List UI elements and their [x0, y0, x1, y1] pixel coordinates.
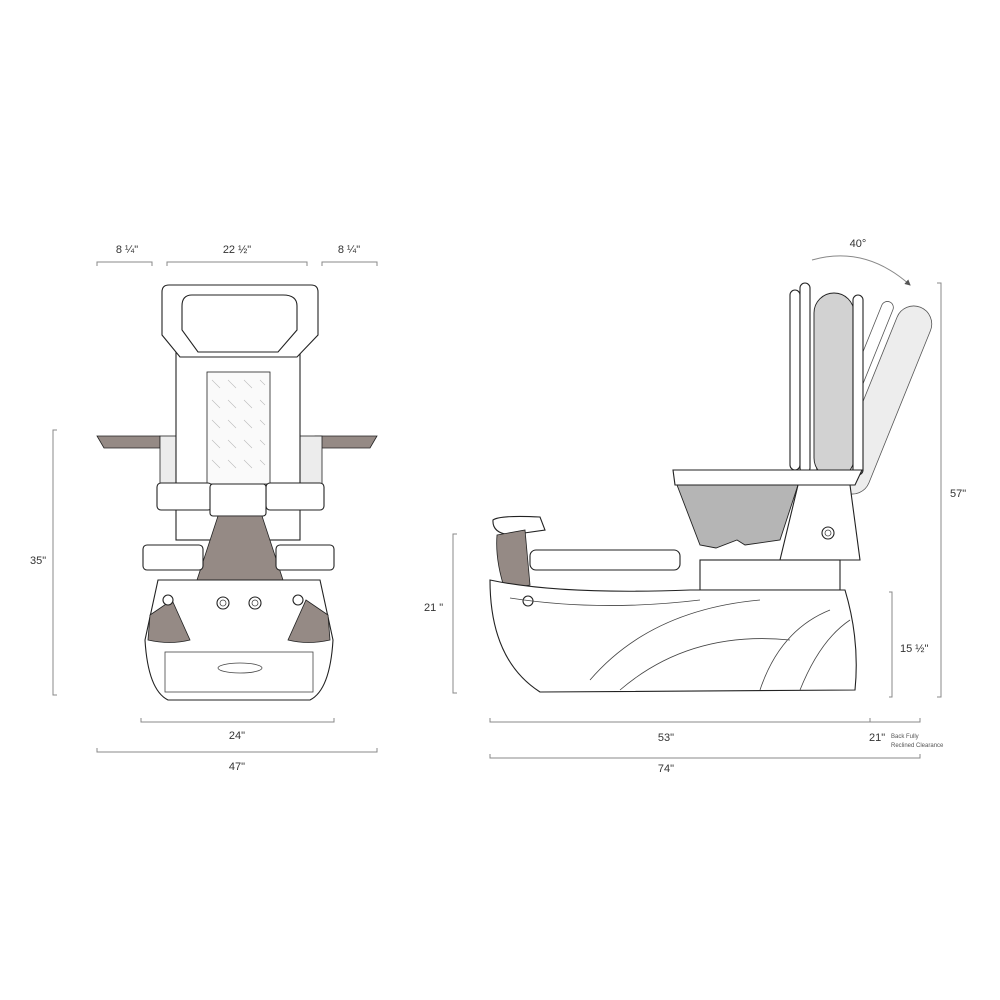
quilted-panel [206, 371, 271, 485]
right-tray [314, 435, 378, 449]
svg-text:57": 57" [950, 488, 966, 500]
svg-text:35": 35" [30, 555, 46, 567]
svg-text:8 ¼": 8 ¼" [338, 244, 360, 256]
front-view: 8 ¼" 22 ½" 8 ¼" 35" 24" 47" [30, 244, 378, 773]
dim-base-width: 24" [140, 718, 335, 742]
dim-right-tray: 8 ¼" [321, 244, 378, 266]
svg-text:74": 74" [658, 763, 674, 775]
svg-text:24": 24" [229, 730, 245, 742]
svg-text:40°: 40° [850, 238, 867, 250]
svg-text:47": 47" [229, 761, 245, 773]
footrest [492, 515, 546, 536]
dim-total-length: 74" [489, 754, 921, 775]
dim-total-height: 57" [937, 282, 966, 698]
dim-base-height: 15 ½" [889, 591, 928, 698]
svg-text:8 ¼": 8 ¼" [116, 244, 138, 256]
recline-arc [811, 255, 911, 286]
svg-text:53": 53" [658, 732, 674, 744]
backrest [813, 292, 855, 479]
basin-rim [529, 549, 681, 571]
dim-height: 35" [30, 429, 57, 696]
svg-text:Reclined Clearance: Reclined Clearance [891, 743, 944, 749]
svg-text:21": 21" [869, 732, 885, 744]
dim-left-tray: 8 ¼" [96, 244, 153, 266]
svg-text:15 ½": 15 ½" [900, 643, 928, 655]
dim-clearance: 21" Back Fully Reclined Clearance [869, 718, 944, 749]
side-panel [676, 484, 799, 549]
basin-base [489, 579, 857, 693]
left-tray [96, 435, 161, 449]
svg-text:21 ": 21 " [424, 602, 443, 614]
dim-length: 53" [489, 718, 871, 744]
svg-text:Back Fully: Back Fully [891, 734, 919, 740]
jet-left-icon [216, 596, 230, 610]
dim-seat-width: 22 ½" [166, 244, 308, 266]
armrest [672, 469, 863, 486]
svg-text:22 ½": 22 ½" [223, 244, 251, 256]
jet-right-icon [248, 596, 262, 610]
side-view: 40° 57" 21 " 15 ½" 53" 21" Back Fully Re… [424, 238, 966, 775]
dim-total-width: 47" [96, 748, 378, 773]
foot-basin [144, 579, 334, 701]
dim-footrest-height: 21 " [424, 533, 457, 694]
